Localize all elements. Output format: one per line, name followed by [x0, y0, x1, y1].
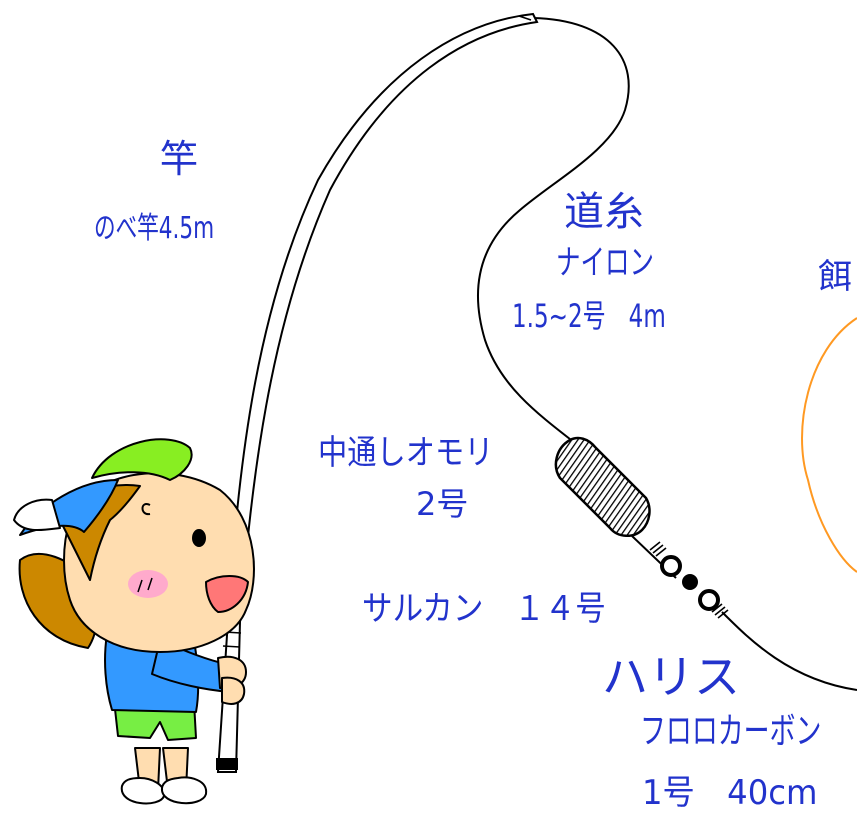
- rod-spec: のべ竿4.5m: [94, 211, 215, 246]
- leader-spec: 1号 40cm: [642, 773, 818, 813]
- sinker: [554, 436, 651, 537]
- bait-circle: [801, 317, 857, 573]
- boy-character: [13, 438, 255, 805]
- mainline-title: 道糸: [564, 189, 644, 235]
- mainline-material: ナイロン: [556, 243, 654, 283]
- main-line: [477, 17, 630, 444]
- rod-title: 竿: [160, 137, 199, 181]
- fishing-rod: [216, 12, 539, 773]
- bait-title: 餌: [818, 257, 852, 297]
- leader-line: [721, 611, 857, 691]
- swivel: [660, 555, 720, 611]
- mainline-spec: 1.5~2号 4m: [512, 297, 666, 335]
- sinker-title: 中通しオモリ: [318, 433, 494, 473]
- sinker-spec: 2号: [416, 485, 469, 523]
- swivel-spec: サルカン １４号: [362, 589, 606, 629]
- leader-title: ハリス: [602, 650, 740, 704]
- leader-material: フロロカーボン: [640, 711, 822, 752]
